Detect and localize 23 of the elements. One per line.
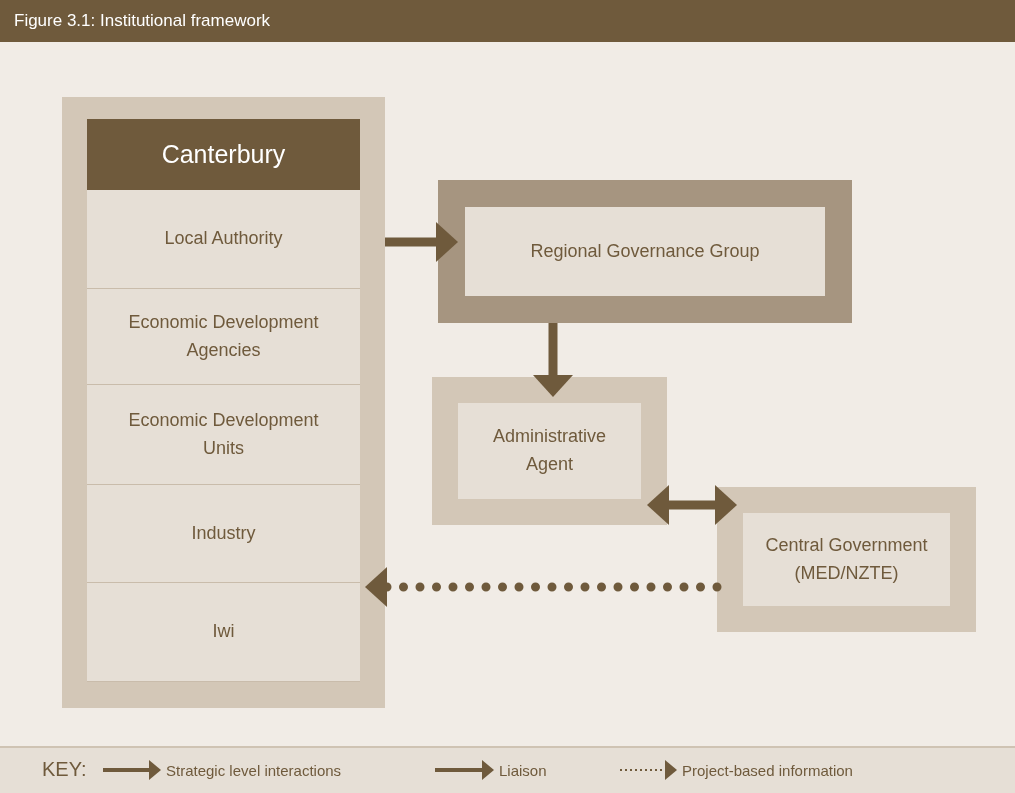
member-row [87, 289, 360, 385]
member-row [87, 385, 360, 485]
legend-label: Liaison [499, 762, 547, 779]
key-label: KEY: [42, 758, 87, 781]
group-frame [62, 97, 385, 708]
node-label: Administrative Agent [491, 425, 607, 476]
process-box [717, 487, 976, 632]
node-label: Local Authority [164, 227, 283, 251]
member-row [87, 190, 360, 289]
process-box [432, 377, 667, 525]
legend-label: Strategic level interactions [166, 762, 342, 779]
node-label: Iwi [212, 620, 235, 644]
node-label: Economic Development Agencies [127, 310, 320, 362]
node-label: Central Government (MED/NZTE) [764, 533, 929, 585]
member-row [87, 485, 360, 583]
member-row [87, 583, 360, 682]
figure-title: Figure 3.1: Institutional framework [0, 0, 1015, 42]
node-label: Economic Development Units [127, 408, 320, 460]
process-box [438, 180, 852, 323]
node-label: Industry [191, 521, 256, 545]
node-label: Regional Governance Group [530, 239, 760, 263]
group-heading: Canterbury [87, 119, 360, 190]
legend-label: Project-based information [682, 762, 853, 779]
